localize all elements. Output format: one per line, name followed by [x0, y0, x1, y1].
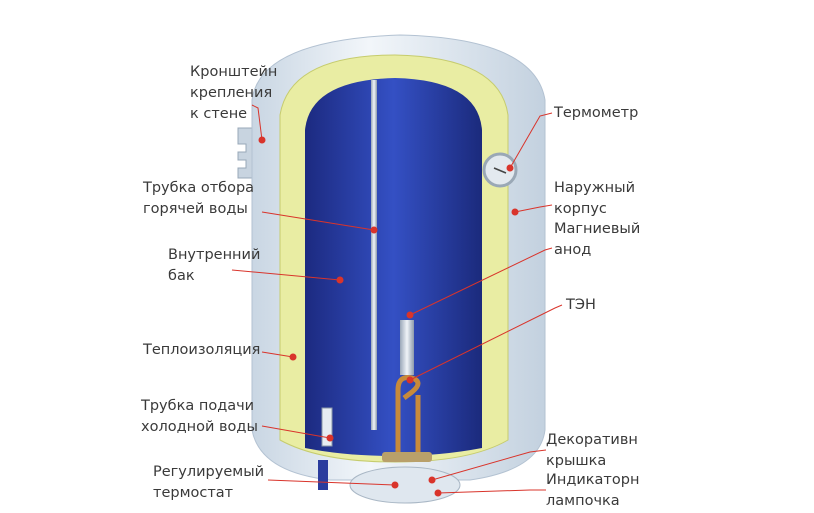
label-line: лампочка — [546, 493, 620, 509]
label-line: термостат — [153, 485, 234, 501]
label-cold-pipe: Трубка подачи холодной воды — [141, 396, 258, 438]
decorative-cover — [349, 466, 461, 504]
label-indicator-lamp: Индикаторн лампочка — [546, 470, 639, 512]
leader-lines — [231, 104, 563, 494]
label-line: анод — [554, 242, 592, 258]
label-line: крышка — [546, 453, 607, 469]
label-thermometer: Термометр — [554, 103, 638, 124]
label-thermostat: Регулируемый термостат — [153, 462, 264, 504]
magnesium-anode — [400, 320, 414, 375]
hot-water-pipe — [371, 80, 377, 430]
label-line: Трубка отбора — [143, 180, 255, 196]
cold-water-pipe — [321, 407, 333, 447]
label-wall-bracket: Кронштейн крепления к стене — [190, 62, 277, 125]
label-insulation: Теплоизоляция — [143, 340, 260, 361]
label-cover: Декоративн крышка — [546, 430, 638, 472]
label-line: Трубка подачи — [141, 398, 255, 414]
leader-dots — [258, 136, 519, 497]
label-heater: ТЭН — [566, 295, 596, 316]
label-hot-pipe: Трубка отбора горячей воды — [143, 178, 254, 220]
label-outer-body: Наружный корпус — [554, 178, 635, 220]
label-line: Внутренний — [168, 247, 261, 263]
label-line: крепления — [190, 85, 273, 101]
label-line: Термометр — [554, 105, 639, 121]
label-line: корпус — [554, 201, 607, 217]
label-line: бак — [168, 268, 195, 284]
label-line: Магниевый — [554, 221, 641, 237]
inner-tank — [305, 78, 482, 456]
label-line: Регулируемый — [153, 464, 265, 480]
label-line: холодной воды — [141, 419, 258, 435]
label-line: Индикаторн — [546, 472, 640, 488]
label-line: горячей воды — [143, 201, 248, 217]
label-line: Теплоизоляция — [143, 342, 261, 358]
label-anode: Магниевый анод — [554, 219, 640, 261]
label-inner-tank: Внутренний бак — [168, 245, 260, 287]
label-line: Кронштейн — [190, 64, 278, 80]
label-line: Декоративн — [546, 432, 638, 448]
label-line: Наружный — [554, 180, 635, 196]
label-line: к стене — [190, 106, 248, 122]
label-line: ТЭН — [566, 297, 596, 313]
